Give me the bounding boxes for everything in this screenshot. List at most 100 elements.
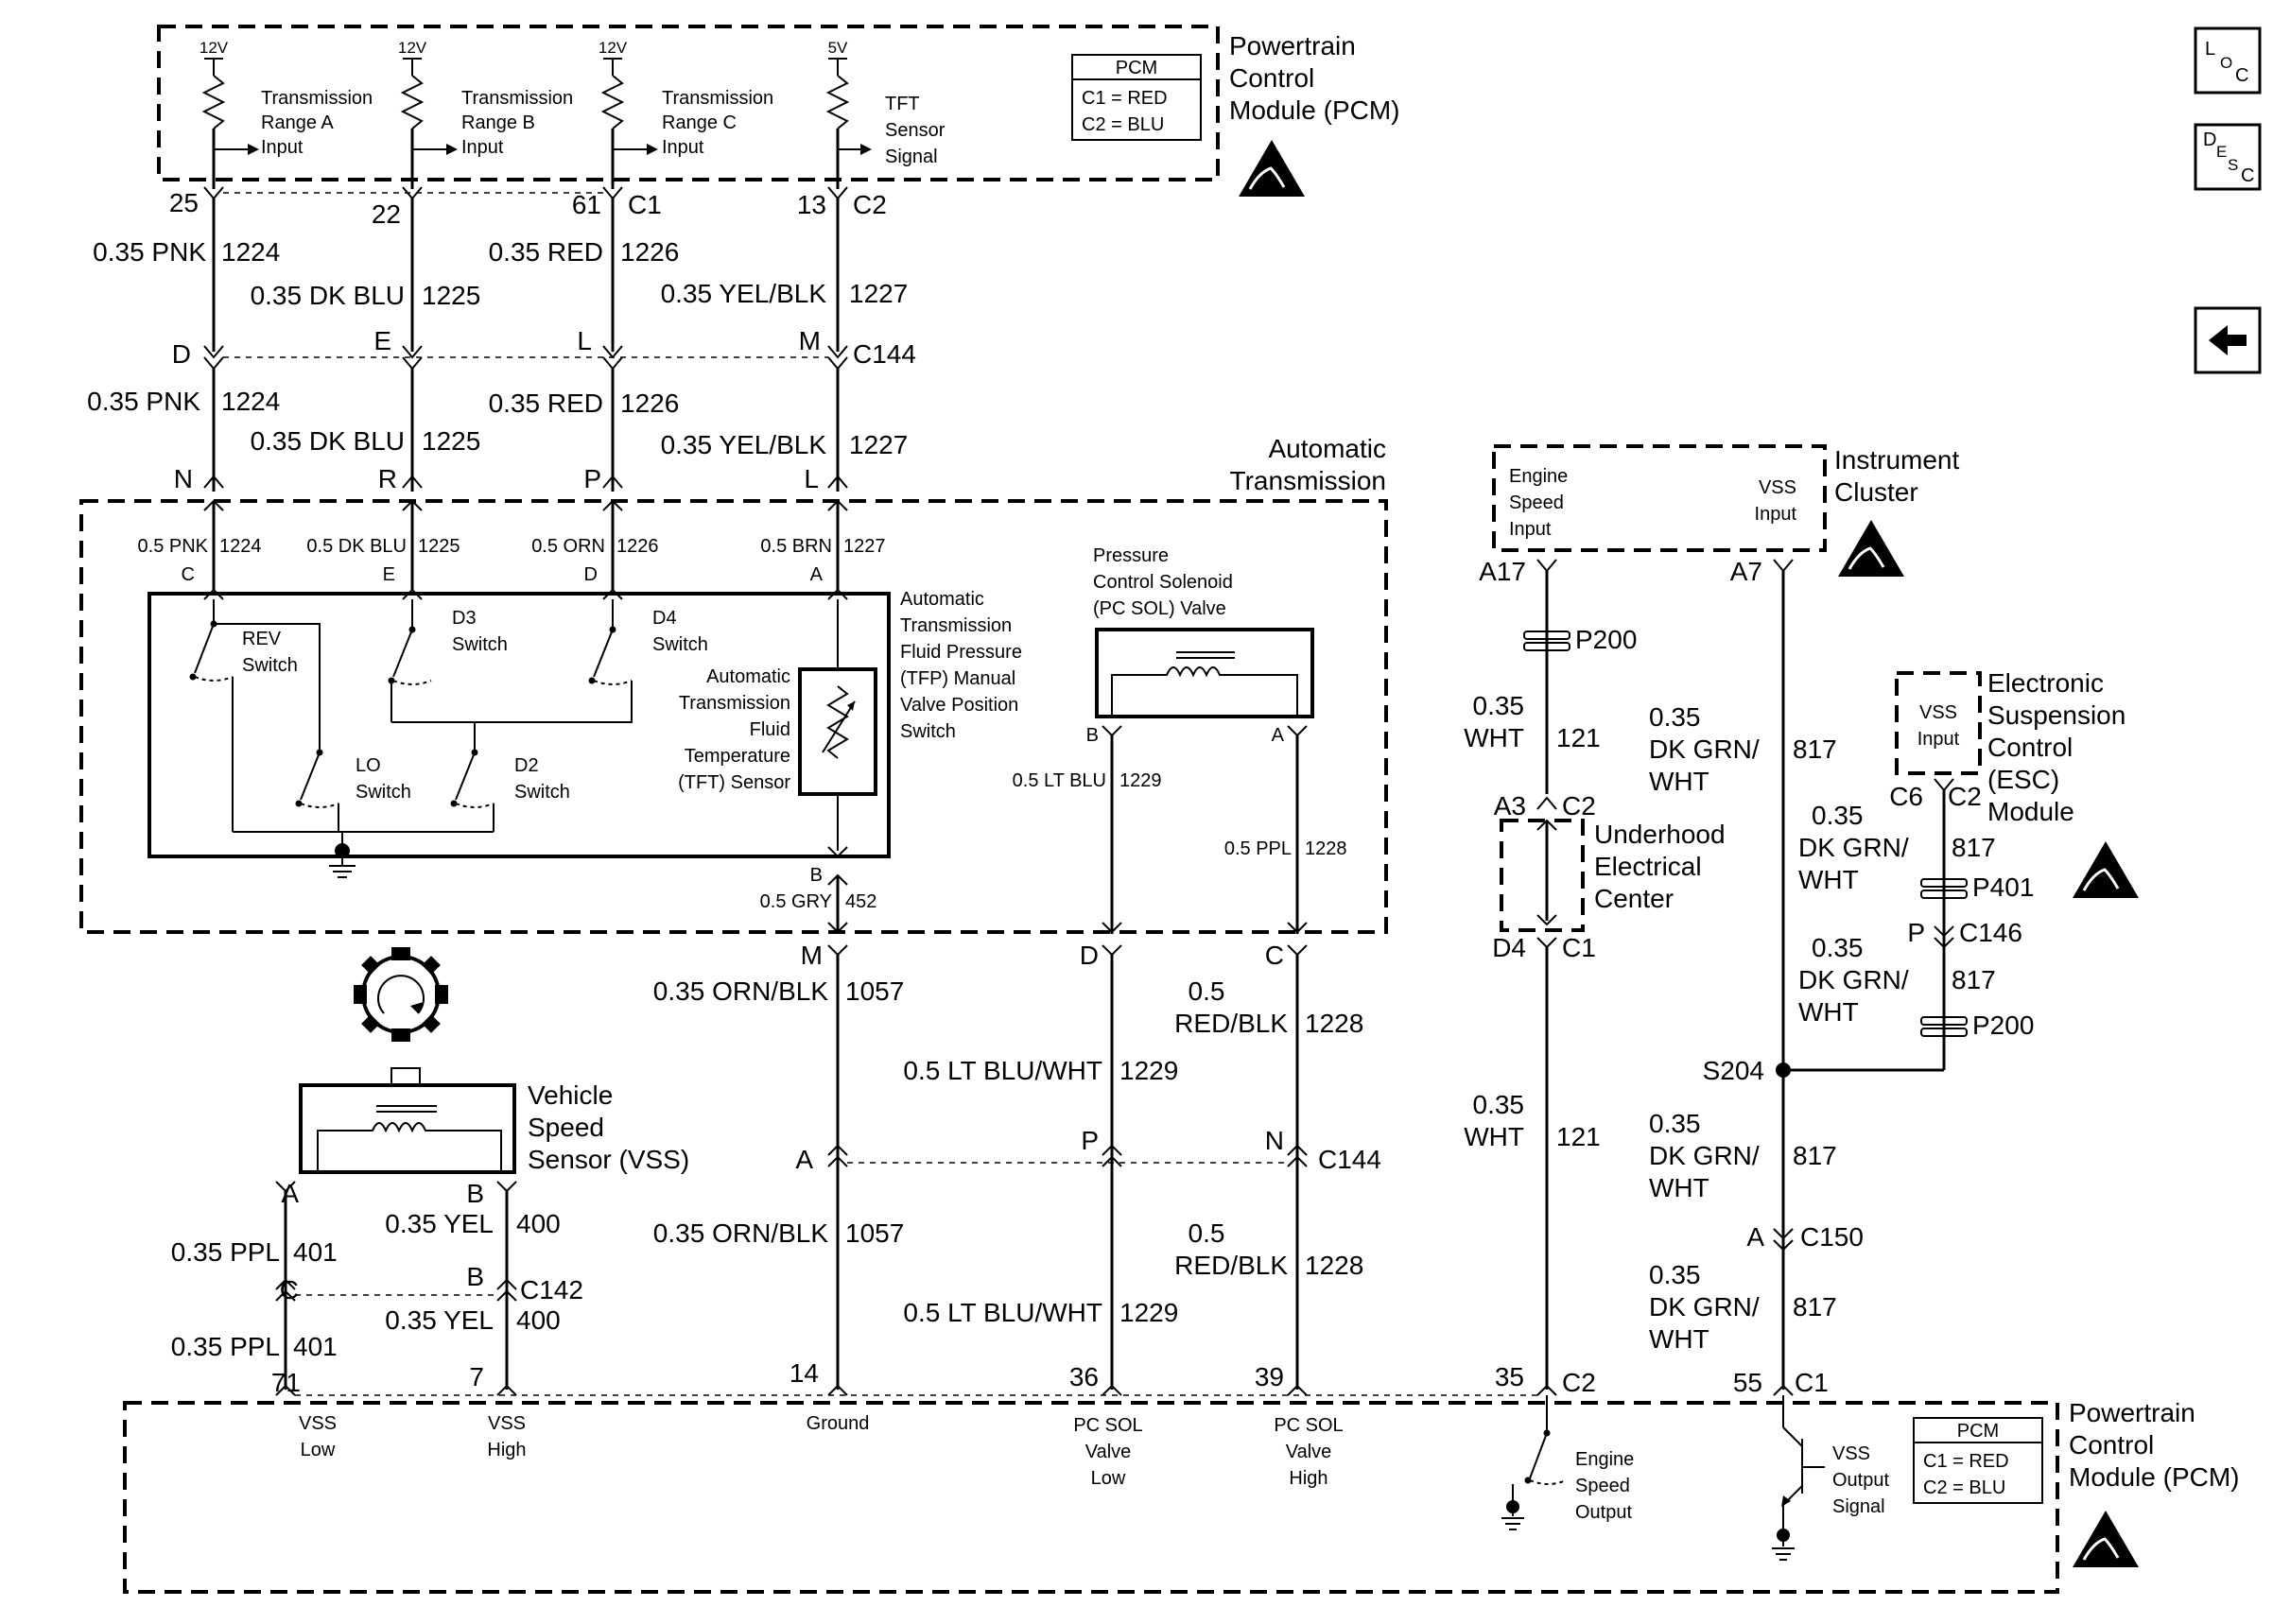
ic-engine-input-2: Speed (1509, 492, 1564, 513)
back-button[interactable] (2194, 306, 2262, 374)
inner-pin: E (383, 564, 395, 585)
wht-wire-label-1: 0.35 (1473, 691, 1525, 720)
pcm-pin-label-1: VSS (488, 1413, 526, 1434)
input-label-2: Range B (461, 112, 535, 133)
wire-color-label-1: 0.5 (1189, 976, 1225, 1006)
pcm-pin: 71 (271, 1368, 301, 1397)
trans-pins-bottom: M D C (801, 941, 1308, 970)
desc-letter-s: S (2228, 156, 2238, 174)
pcm-bottom-legend: PCM C1 = RED C2 = BLU (1913, 1417, 2043, 1504)
desc-letter-e: E (2216, 143, 2227, 161)
esc-pin-c6: C6 (1889, 782, 1923, 811)
input-label-3: Input (662, 137, 704, 158)
ic-vss-input-2: Input (1755, 504, 1797, 525)
wire-circuit-label: 1227 (849, 279, 908, 308)
esc-title-5: Module (1987, 797, 2074, 826)
pin-number: 61 (572, 190, 601, 219)
wire-color-label: 0.35 YEL/BLK (661, 279, 827, 308)
desc-button[interactable]: D E S C (2194, 123, 2262, 191)
tfp-label-5: Valve Position (900, 695, 1018, 716)
wire-color-label-2: RED/BLK (1174, 1251, 1288, 1280)
underhood-label-1: Underhood (1594, 820, 1726, 849)
input-label-3: Signal (885, 147, 938, 167)
ic-pin-a17: A17 (1479, 557, 1526, 586)
vss-title-3: Sensor (VSS) (528, 1145, 689, 1174)
wire-color-label: 0.35 DK BLU (251, 426, 405, 456)
esc-w1-circuit: 817 (1952, 833, 1996, 862)
connector-pin-icons (203, 186, 848, 200)
auto-trans-title-2: Transmission (1230, 466, 1386, 495)
wire-color-label-1: 0.5 (1189, 1218, 1225, 1248)
eso-label-3: Output (1575, 1502, 1632, 1523)
pin-label: D (1080, 941, 1099, 970)
c150-label: C150 (1800, 1222, 1864, 1252)
esc-w1-line2: DK GRN/ (1798, 833, 1909, 862)
c142-pin-c: C (280, 1275, 299, 1304)
s204-label: S204 (1703, 1056, 1764, 1085)
pin-number: 13 (797, 190, 826, 219)
tft-sensor: Automatic Transmission Fluid Temperature… (678, 599, 877, 934)
wire-color-label: 0.35 RED (489, 237, 603, 267)
tfp-label-2: Transmission (900, 615, 1012, 636)
esc-module: VSS Input Electronic Suspension Control … (1783, 668, 2139, 1072)
inner-wire-label: 0.5 DK BLU (306, 536, 407, 557)
wire-color-label: 0.35 PNK (93, 237, 206, 267)
voltage-label: 12V (599, 39, 628, 57)
reluctor-wheel-icon (354, 947, 448, 1042)
ppl-wire-label: 0.35 PPL (171, 1237, 280, 1267)
inner-wire-circuit: 1226 (616, 536, 659, 557)
w1-line1: 0.35 (1649, 702, 1701, 732)
auto-trans-title-1: Automatic (1269, 434, 1387, 463)
ppl-wire-label-2: 0.35 PPL (171, 1332, 280, 1361)
eso-label-1: Engine (1575, 1449, 1634, 1470)
wht-wire2-label-1: 0.35 (1473, 1090, 1525, 1119)
esc-w1-line3: WHT (1798, 865, 1859, 894)
pcm-bottom-legend-c2: C2 = BLU (1923, 1477, 2005, 1498)
input-label-1: TFT (885, 94, 920, 114)
splice-p200-icon (1523, 631, 1570, 651)
input-label-2: Sensor (885, 120, 946, 141)
pin-number: 22 (372, 199, 401, 229)
pcm-top-legend-title: PCM (1116, 58, 1157, 78)
vss-output-transistor: VSS Output Signal (1772, 1395, 1889, 1561)
pc-wire2-circuit: 1228 (1305, 838, 1347, 859)
c144b-pin-label: P (1081, 1126, 1099, 1155)
pcm-input-tft: 5V TFT Sensor Signal 13 C2 (797, 39, 946, 219)
pc-sol-label-3: (PC SOL) Valve (1093, 598, 1226, 619)
wire-circuit-label: 1227 (849, 430, 908, 459)
tfp-label-6: Switch (900, 721, 956, 742)
pcm-top-legend-c2: C2 = BLU (1082, 114, 1164, 135)
tft-label-2: Transmission (679, 693, 790, 714)
auto-trans-box (79, 499, 1388, 934)
inner-pin: A (810, 564, 824, 585)
loc-letter-c: C (2235, 65, 2248, 86)
pcm-bottom: Powertrain Control Module (PCM) PCM C1 =… (123, 1358, 2239, 1594)
switch-label-1: LO (356, 755, 381, 776)
ppl-wire-circuit: 401 (293, 1237, 338, 1267)
wire-circuit-label: 1225 (422, 281, 480, 310)
pcm-top-title-2: Control (1229, 63, 1314, 93)
pcm-pin-label-2: Low (301, 1440, 336, 1460)
pcm-bottom-legend-title: PCM (1957, 1421, 1999, 1442)
coil-icon (317, 1122, 502, 1172)
w3-circuit: 817 (1793, 1292, 1837, 1322)
pin-label: C (1265, 941, 1284, 970)
c142-name: C142 (520, 1275, 583, 1304)
loc-button[interactable]: L O C (2194, 26, 2262, 95)
pin-label: R (378, 464, 397, 493)
vss-pin-a: A (281, 1179, 299, 1208)
vss-title-1: Vehicle (528, 1080, 613, 1110)
pin-label: N (174, 464, 193, 493)
connector-label: C2 (853, 190, 887, 219)
wire-color-label: 0.35 ORN/BLK (653, 976, 829, 1006)
wire-circuit-label: 1229 (1119, 1298, 1178, 1327)
w3-line1: 0.35 (1649, 1260, 1701, 1289)
esc-title-3: Control (1987, 733, 2073, 762)
pin-label: M (799, 326, 821, 355)
inner-wire-circuit: 1224 (219, 536, 262, 557)
wire-circuit-label: 1226 (620, 389, 679, 418)
vss-pin-b: B (466, 1179, 484, 1208)
input-label-3: Input (461, 137, 504, 158)
switch-label-2: Switch (356, 782, 411, 803)
